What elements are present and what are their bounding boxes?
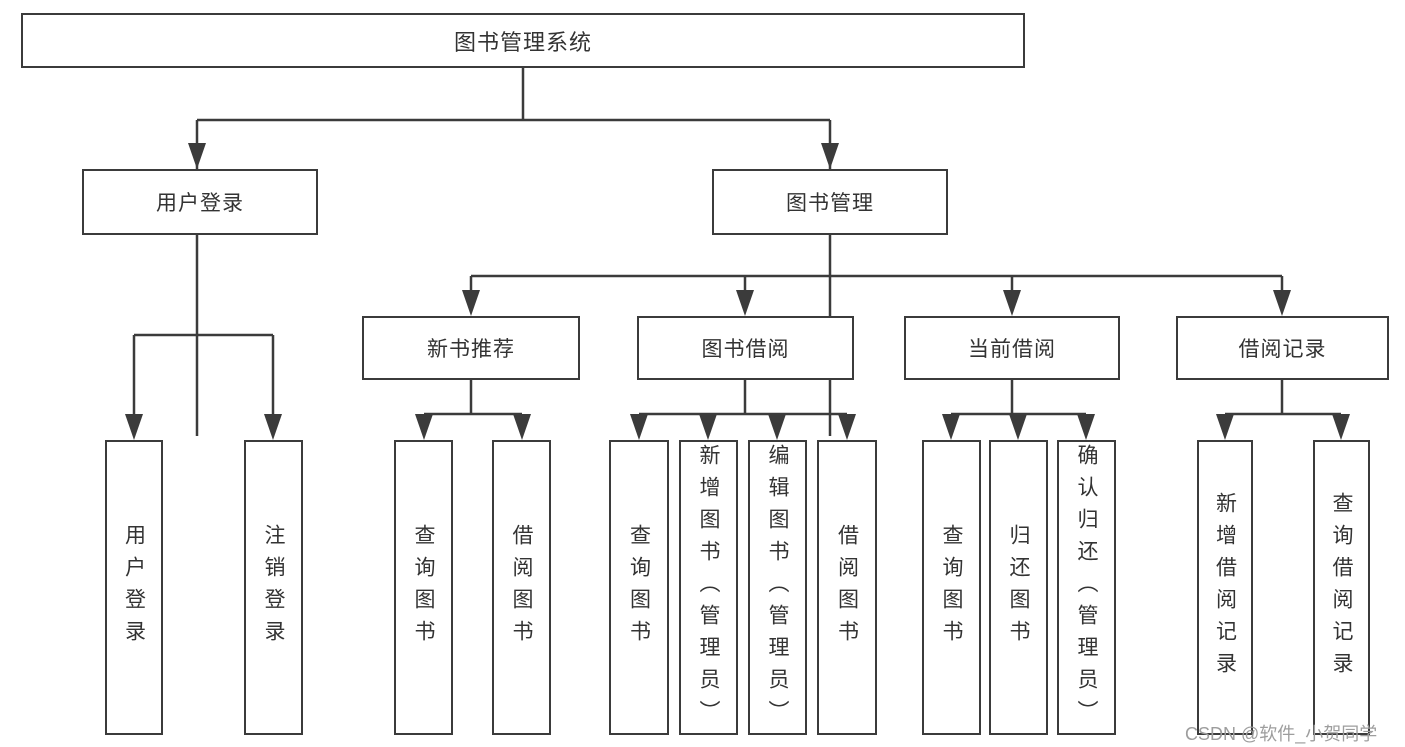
node-borrowing-records: 借阅记录 xyxy=(1176,316,1389,380)
arrowhead-icon xyxy=(768,414,786,440)
leaf-query-books-current: 查询图书 xyxy=(922,440,981,735)
arrowhead-icon xyxy=(630,414,648,440)
node-new-book-recommendation: 新书推荐 xyxy=(362,316,580,380)
node-label: 查询借阅记录 xyxy=(1330,491,1353,684)
leaf-logout: 注销登录 xyxy=(244,440,303,735)
node-label: 查询图书 xyxy=(412,523,435,652)
arrowhead-icon xyxy=(1003,290,1021,316)
leaf-confirm-return-admin: 确认归还（管理员） xyxy=(1057,440,1116,735)
node-label: 注销登录 xyxy=(262,523,285,652)
arrowhead-icon xyxy=(462,290,480,316)
arrowhead-icon xyxy=(264,414,282,440)
arrowhead-icon xyxy=(821,143,839,169)
node-label: 查询图书 xyxy=(940,523,963,652)
node-label: 查询图书 xyxy=(627,523,651,652)
arrowhead-icon xyxy=(942,414,960,440)
node-user-login: 用户登录 xyxy=(82,169,318,235)
node-label: 归还图书 xyxy=(1007,523,1030,652)
node-label: 图书管理 xyxy=(786,192,874,215)
leaf-query-books-borrow: 查询图书 xyxy=(609,440,669,735)
leaf-query-books-recommend: 查询图书 xyxy=(394,440,453,735)
node-book-management: 图书管理 xyxy=(712,169,948,235)
node-label: 确认归还（管理员） xyxy=(1075,443,1098,732)
arrowhead-icon xyxy=(736,290,754,316)
arrowhead-icon xyxy=(1009,414,1027,440)
node-label: 借阅记录 xyxy=(1238,338,1327,361)
leaf-return-books: 归还图书 xyxy=(989,440,1048,735)
connector-path xyxy=(132,68,1343,436)
leaf-borrow-books: 借阅图书 xyxy=(817,440,877,735)
csdn-watermark: CSDN @软件_小贺同学 xyxy=(1185,724,1378,744)
arrowhead-icon xyxy=(699,414,717,440)
arrowhead-icon xyxy=(188,143,206,169)
node-book-borrowing: 图书借阅 xyxy=(637,316,854,380)
leaf-user-login: 用户登录 xyxy=(105,440,163,735)
node-label: 新增图书（管理员） xyxy=(697,443,720,732)
arrowhead-icon xyxy=(1077,414,1095,440)
leaf-query-borrow-record: 查询借阅记录 xyxy=(1313,440,1370,735)
node-label: 图书借阅 xyxy=(701,338,790,361)
node-label: 图书管理系统 xyxy=(453,29,592,55)
leaf-add-books-admin: 新增图书（管理员） xyxy=(679,440,738,735)
arrowhead-icon xyxy=(415,414,433,440)
node-label: 当前借阅 xyxy=(968,338,1056,361)
node-label: 编辑图书（管理员） xyxy=(766,443,789,732)
arrowhead-icon xyxy=(838,414,856,440)
arrowhead-icon xyxy=(1273,290,1291,316)
node-label: 新增借阅记录 xyxy=(1213,491,1237,684)
node-label: 借阅图书 xyxy=(835,523,859,652)
arrowhead-icon xyxy=(1332,414,1350,440)
leaf-borrow-books-recommend: 借阅图书 xyxy=(492,440,551,735)
node-label: 用户登录 xyxy=(122,523,146,652)
node-label: 借阅图书 xyxy=(510,523,533,652)
node-current-borrowing: 当前借阅 xyxy=(904,316,1120,380)
node-label: 新书推荐 xyxy=(427,338,515,361)
arrowhead-icon xyxy=(513,414,531,440)
node-label: 用户登录 xyxy=(156,192,244,215)
arrowhead-icon xyxy=(125,414,143,440)
node-library-management-system: 图书管理系统 xyxy=(21,13,1025,68)
arrowhead-icon xyxy=(1216,414,1234,440)
leaf-edit-books-admin: 编辑图书（管理员） xyxy=(748,440,807,735)
leaf-add-borrow-record: 新增借阅记录 xyxy=(1197,440,1253,735)
